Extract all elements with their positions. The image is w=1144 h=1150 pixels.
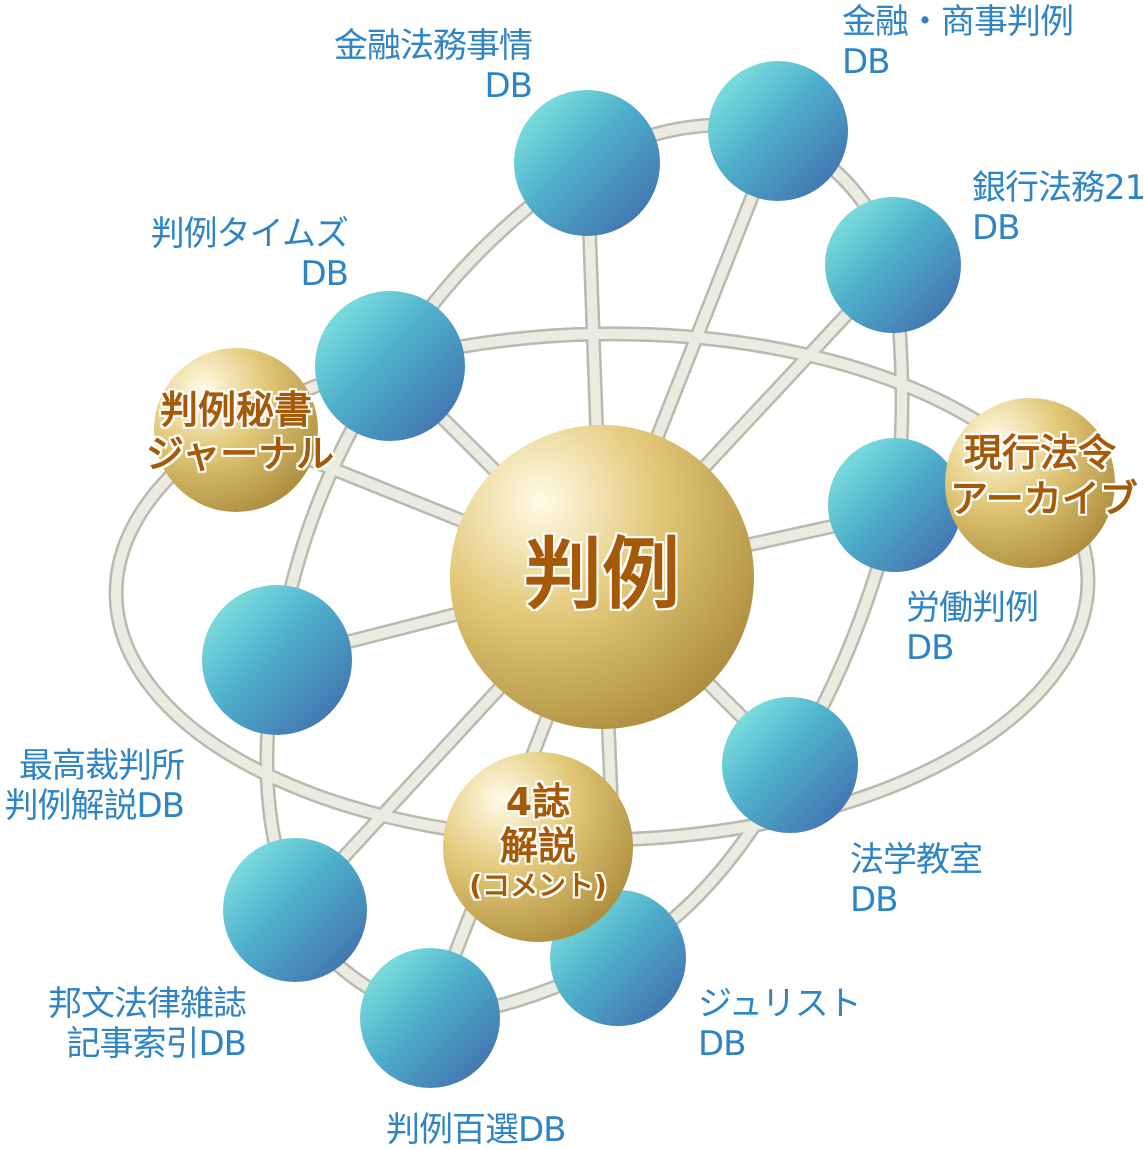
node-kinyu-shoji-hanrei	[708, 61, 848, 201]
node-ginko-homu	[825, 197, 961, 333]
label-line: 労働判例	[906, 588, 1039, 628]
label-line: 現行法令	[963, 431, 1116, 475]
node-hogaku-kyoshitsu	[722, 697, 858, 833]
label-line: 法学教室	[850, 840, 983, 880]
label-line: 解説	[499, 824, 576, 868]
hub-label: 判例	[523, 530, 680, 620]
label-line: 判例解説DB	[4, 786, 185, 826]
label-line: DB	[906, 628, 955, 668]
label-line: 銀行法務21	[972, 168, 1144, 208]
node-hanrei-hisho-journal	[154, 348, 318, 512]
label-line: アーカイブ	[950, 477, 1138, 521]
hub-node-hanrei	[450, 425, 754, 729]
label-line: DB	[484, 66, 533, 106]
label-line: 判例秘書	[159, 388, 312, 432]
label-line: 記事索引DB	[66, 1024, 247, 1064]
label-line: 金融法務事情	[334, 26, 533, 66]
node-kinyu-homu-jijo	[514, 90, 660, 236]
label-line: (コメント)	[469, 869, 607, 902]
label-saikosai: 最高裁判所判例解説DB	[4, 746, 185, 826]
label-line: DB	[300, 254, 349, 294]
label-hanrei-hyakusen: 判例百選DB	[386, 1110, 567, 1150]
node-rodo-hanrei	[828, 438, 962, 572]
label-hobun-index: 邦文法律雑誌記事索引DB	[48, 984, 247, 1064]
label-line: DB	[842, 42, 891, 82]
label-line: ジャーナル	[146, 432, 335, 476]
gold-label-4shi: 4誌 解説 (コメント)	[458, 780, 618, 904]
label-line: 4誌	[505, 780, 571, 824]
label-line: DB	[850, 880, 899, 920]
node-4shi-kaisetsu	[443, 752, 633, 942]
label-line: 判例百選DB	[386, 1110, 567, 1150]
gold-label-genko-horei: 現行法令 アーカイブ	[950, 430, 1138, 522]
label-line: DB	[972, 208, 1021, 248]
node-hanrei-times	[315, 291, 465, 441]
node-hanrei-hyakusen	[360, 948, 500, 1088]
label-line: 判例タイムズ	[150, 214, 349, 254]
label-line: ジュリスト	[698, 984, 862, 1024]
gold-label-hanrei-hisho: 判例秘書 ジャーナル	[146, 388, 335, 476]
label-line: 邦文法律雑誌	[48, 984, 247, 1024]
label-line: 最高裁判所	[19, 746, 185, 786]
label-line: DB	[698, 1024, 747, 1064]
node-hobun-index	[223, 838, 367, 982]
node-genko-horei-archive	[945, 398, 1115, 568]
label-line: 金融・商事判例	[842, 2, 1074, 42]
node-saikosai-kaisetsu	[202, 585, 352, 735]
